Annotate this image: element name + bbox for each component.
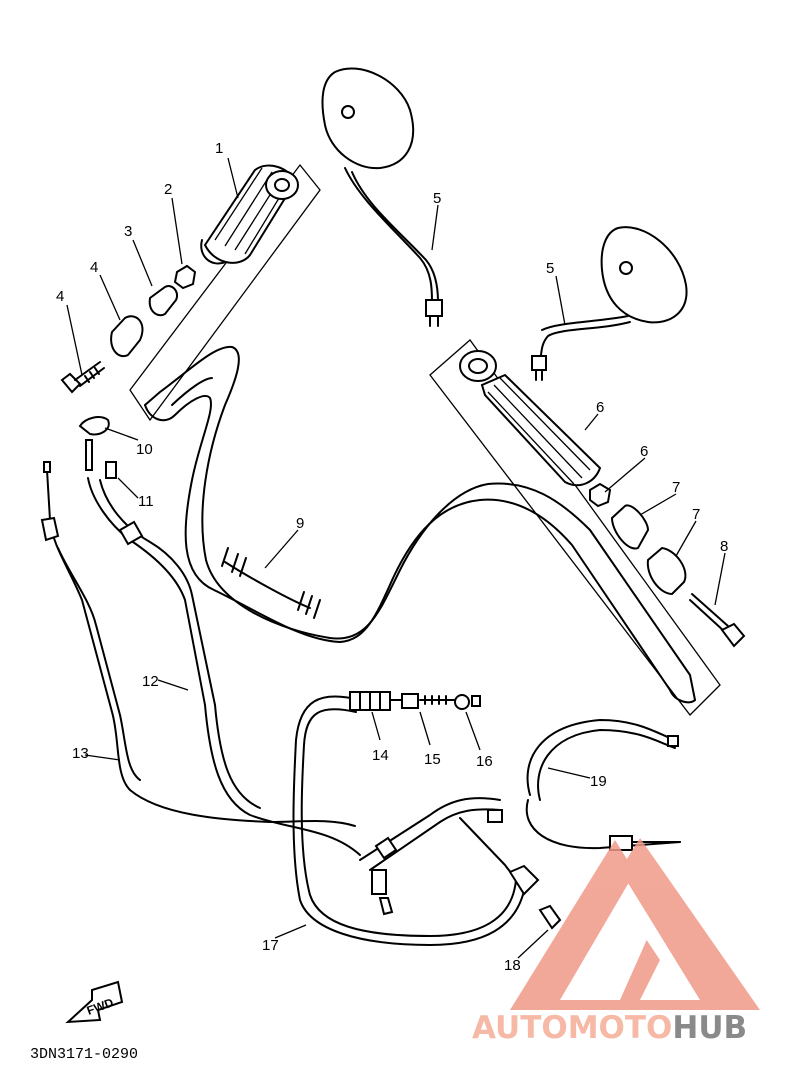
callout-7: 2: [164, 181, 172, 198]
document-code: 3DN3171-0290: [30, 1046, 138, 1063]
cable-8: [85, 439, 361, 856]
cable-12: [292, 691, 527, 946]
callouts: 1 2 3 4 4 5 5 6 6 7 7 8 9 10 11 12 13 14…: [56, 140, 728, 974]
callout-4-right: 7: [692, 506, 700, 523]
callout-11: 11: [138, 493, 154, 510]
callout-14: 14: [372, 747, 389, 764]
right-grip-guide: [429, 339, 721, 716]
left-grip: [200, 164, 299, 265]
left-collar: [148, 285, 178, 317]
callout-17: 5: [546, 260, 554, 277]
right-bar-end-weight: [646, 546, 687, 596]
right-end-nut: [589, 482, 612, 508]
left-bar-end-weight: [110, 315, 144, 358]
right-collar: [610, 504, 650, 550]
clamp-plate: [78, 416, 110, 436]
callout-5-right: 7: [672, 479, 680, 496]
bolt-13: [538, 904, 562, 930]
left-bolt: [60, 361, 105, 394]
callout-1: 9: [296, 515, 304, 532]
callout-16: 15: [424, 751, 441, 768]
callout-9: 13: [72, 745, 89, 762]
watermark-text: AUTOMOTOHUB: [472, 1010, 747, 1046]
left-end-nut: [173, 264, 197, 290]
leader-lines: [66, 157, 726, 959]
callout-10: 10: [136, 441, 153, 458]
callout-15: 16: [476, 753, 493, 770]
watermark-logo: [510, 838, 760, 1010]
callout-7-right: 6: [640, 443, 648, 460]
watermark-part2: HUB: [672, 1010, 747, 1046]
callout-19: 19: [590, 773, 607, 790]
handlebar: [144, 345, 696, 704]
callout-12: 17: [262, 937, 279, 954]
callout-6-right: 8: [720, 538, 728, 555]
callout-5: 3: [124, 223, 132, 240]
right-bolt: [689, 593, 746, 648]
screw: [105, 461, 117, 479]
washer: [454, 694, 470, 710]
adjuster-nut: [401, 693, 419, 709]
callout-13: 18: [504, 957, 521, 974]
callout-8: 12: [142, 673, 159, 690]
callout-4: 4: [90, 259, 98, 276]
right-grip: [459, 350, 602, 487]
right-mirror: [531, 226, 688, 381]
callout-2: 6: [596, 399, 604, 416]
callout-18: 5: [433, 190, 441, 207]
forward-direction-arrow: FWD: [65, 980, 124, 1024]
callout-3: 1: [215, 140, 223, 157]
callout-6: 4: [56, 288, 64, 305]
cable-19: [525, 719, 681, 851]
cable-9: [40, 461, 356, 827]
fwd-label: FWD: [85, 995, 116, 1018]
throttle-cable: [359, 797, 501, 871]
watermark-part1: AUTOMOTO: [472, 1010, 672, 1046]
left-mirror: [321, 67, 443, 327]
adjuster-bolt: [419, 695, 456, 705]
